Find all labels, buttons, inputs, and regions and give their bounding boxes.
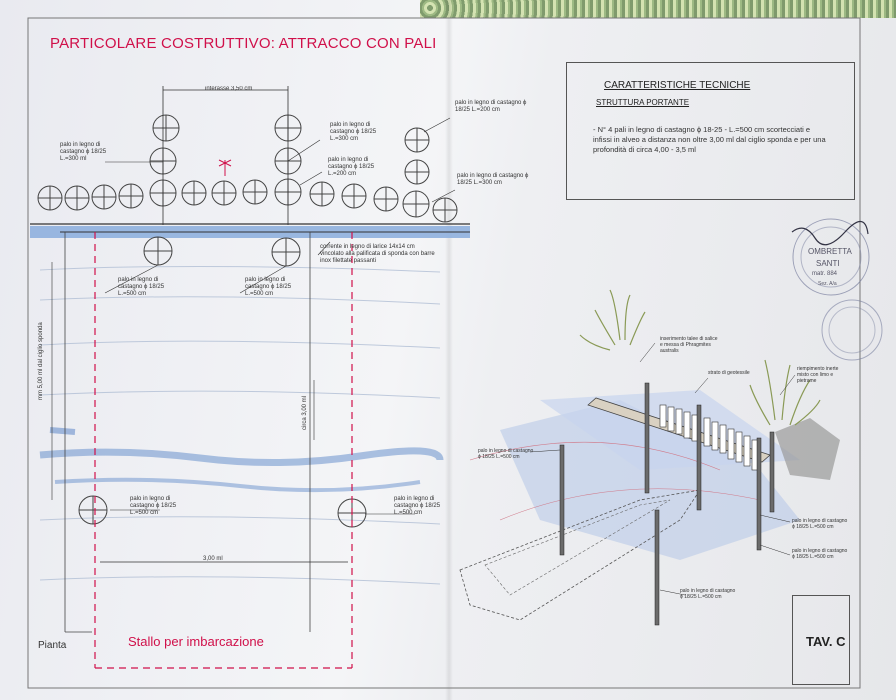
top-dimension	[162, 86, 289, 225]
mid-dimension-label: circa 3,00 ml	[302, 395, 308, 430]
callout-beam: corrente in legno di larice 14x14 cm vin…	[320, 244, 435, 264]
sheet-id: TAV. C	[806, 634, 846, 649]
signature-mark	[791, 220, 869, 246]
callout-pile-2: palo in legno di castagno ϕ 18/25 L.=300…	[330, 122, 377, 142]
stamp-number: matr. 884	[812, 271, 838, 277]
left-dimension-label: mm 5,00 ml dal ciglio sponda	[38, 322, 44, 400]
plan-label: Pianta	[38, 640, 67, 651]
persp-label-5: palo in legno di castagno ϕ 18/25 L.=500…	[792, 518, 848, 530]
callout-pile-3: palo in legno di castagno ϕ 18/25 L.=200…	[455, 100, 527, 113]
stamp-surname: SANTI	[816, 259, 840, 268]
stamp-circles	[792, 218, 883, 361]
leader-lines	[104, 117, 456, 515]
persp-label-3: riempimento inerte misto con limo e piet…	[797, 366, 839, 384]
sheet-frame	[27, 17, 861, 689]
persp-label-1: inserimento talee di salice e messa di P…	[660, 336, 718, 354]
persp-label-6: palo in legno di castagno ϕ 18/25 L.=500…	[792, 548, 848, 560]
callout-pile-5: palo in legno di castagno ϕ 18/25 L.=300…	[457, 173, 529, 186]
boat-stall	[94, 232, 353, 669]
bottom-dimension-label: 3,00 ml	[203, 556, 223, 562]
top-dimension-label: interasse 3,50 cm	[205, 86, 253, 92]
callout-pile-7: palo in legno di castagno ϕ 18/25 L.=500…	[245, 277, 292, 297]
persp-label-2: strato di geotessile	[708, 370, 750, 376]
sheet-fold	[445, 0, 453, 700]
sheet-id-box	[792, 595, 850, 685]
callout-pile-4: palo in legno di castagno ϕ 18/25 L.=200…	[328, 157, 375, 177]
stamp-place: Sez. A/a	[818, 281, 837, 287]
stall-label: Stallo per imbarcazione	[128, 634, 264, 649]
stamp-name: OMBRETTA	[808, 247, 852, 256]
red-mark	[218, 159, 232, 176]
perspective-view	[459, 289, 840, 626]
callout-pile-9: palo in legno di castagno ϕ 18/25 L.=500…	[394, 496, 441, 516]
spec-box	[566, 62, 855, 200]
spec-subtitle: STRUTTURA PORTANTE	[596, 98, 690, 107]
spec-text: - N° 4 pali in legno di castagno ϕ 18-25…	[593, 125, 826, 154]
background-pattern	[420, 0, 896, 18]
persp-label-7: palo in legno di castagno ϕ 18/25 L.=500…	[680, 588, 736, 600]
spec-title: CARATTERISTICHE TECNICHE	[604, 80, 751, 91]
callout-pile-8: palo in legno di castagno ϕ 18/25 L.=500…	[130, 496, 177, 516]
callout-pile-6: palo in legno di castagno ϕ 18/25 L.=500…	[118, 277, 165, 297]
callout-pile-1: palo in legno di castagno ϕ 18/25 L.=300…	[60, 142, 107, 162]
drawing-title: PARTICOLARE COSTRUTTIVO: ATTRACCO CON PA…	[50, 35, 437, 52]
bank-piles	[37, 178, 458, 223]
persp-label-4: palo in legno di castagno ϕ 18/25 L.=500…	[478, 448, 534, 460]
